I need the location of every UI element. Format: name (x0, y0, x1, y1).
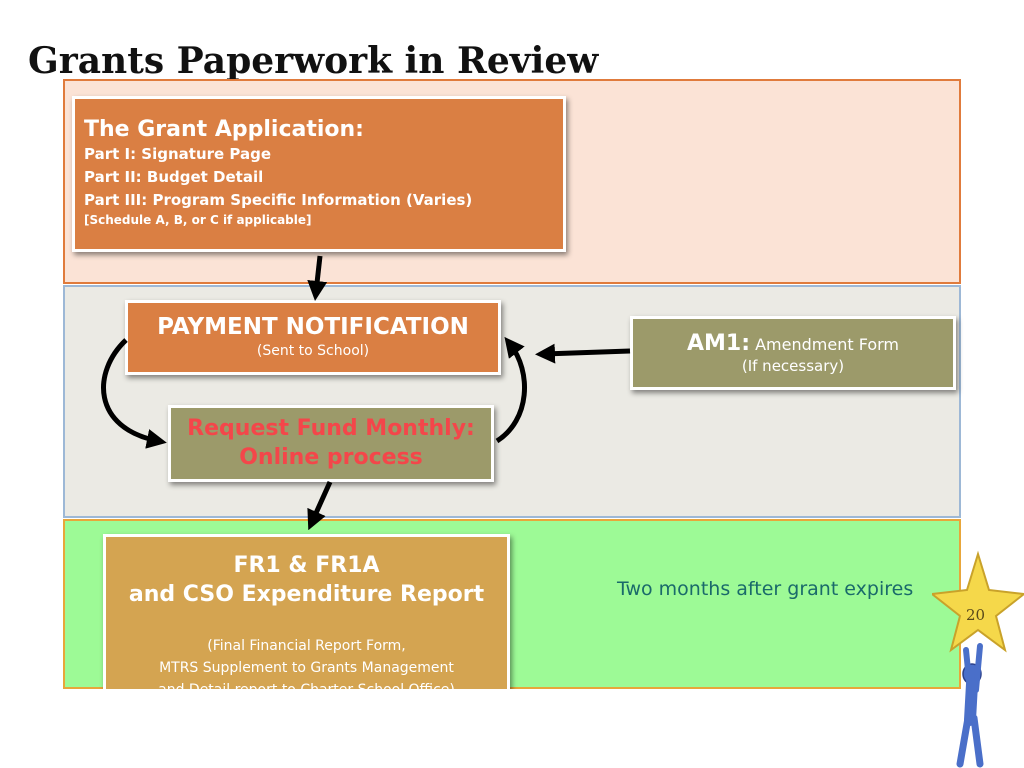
request-fund-line1: Request Fund Monthly: (187, 416, 475, 441)
schedule-label: [Schedule A, B, or C if applicable] (84, 213, 312, 227)
final-report-line1: FR1 & FR1A (233, 553, 380, 578)
amendment-code: AM1: (686, 331, 751, 356)
request-fund-box: Request Fund Monthly: Online process (168, 405, 494, 482)
amendment-box: AM1: Amendment Form (If necessary) (630, 316, 956, 390)
part-1-label: Part I: Signature Page (84, 145, 272, 163)
slide-bottom-margin (0, 689, 1024, 768)
slide-title: Grants Paperwork in Review (28, 40, 599, 82)
grant-application-box: The Grant Application: Part I: Signature… (72, 96, 566, 252)
star-person-icon (932, 550, 1024, 768)
amendment-label: Amendment Form (755, 335, 900, 354)
page-number: 20 (966, 606, 986, 624)
amendment-sub: (If necessary) (741, 357, 845, 375)
timing-note: Two months after grant expires (617, 578, 914, 600)
final-report-box: FR1 & FR1A and CSO Expenditure Report (F… (103, 534, 510, 709)
payment-notification-box: PAYMENT NOTIFICATION (Sent to School) (125, 300, 501, 375)
payment-notification-heading: PAYMENT NOTIFICATION (157, 314, 469, 340)
final-report-detail1: (Final Financial Report Form, (207, 638, 406, 654)
part-2-label: Part II: Budget Detail (84, 168, 264, 186)
request-fund-line2: Online process (239, 445, 423, 470)
payment-notification-sub: (Sent to School) (256, 343, 370, 359)
grant-application-heading: The Grant Application: (84, 117, 364, 142)
final-report-detail2: MTRS Supplement to Grants Management (159, 660, 454, 676)
final-report-line2: and CSO Expenditure Report (128, 582, 485, 607)
part-3-label: Part III: Program Specific Information (… (84, 191, 473, 209)
